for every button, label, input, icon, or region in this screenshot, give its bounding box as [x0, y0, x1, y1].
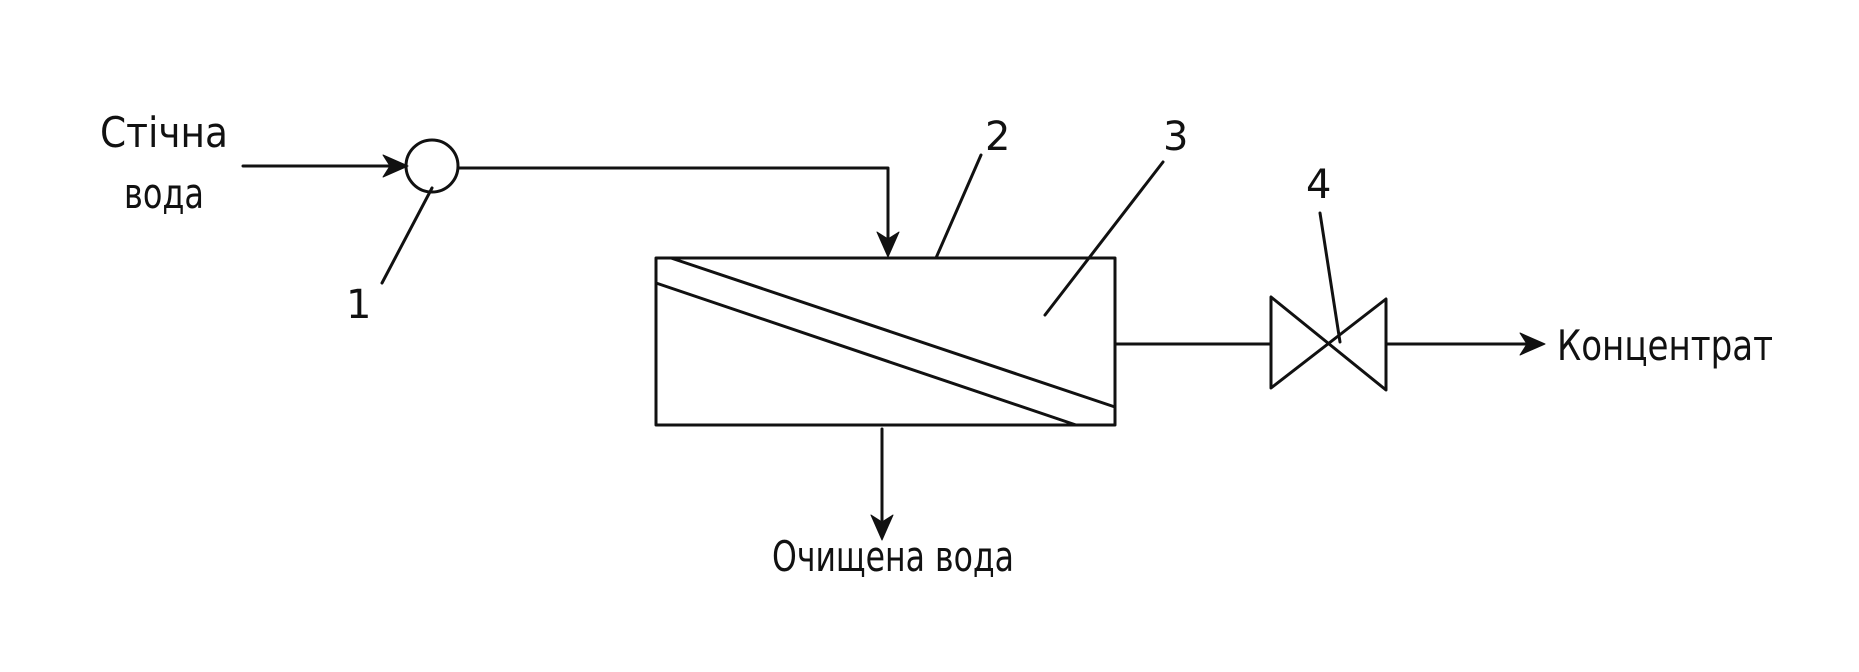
membrane-line-lower	[654, 281, 1078, 427]
valve-leader-line	[1318, 211, 1342, 344]
pump-circle	[404, 138, 460, 194]
inlet-arrowhead	[382, 154, 409, 178]
purified-arrowhead	[870, 514, 894, 541]
inlet-label-line2: вода	[124, 169, 204, 218]
inlet-label-line1: Стічна	[100, 108, 228, 157]
pump-leader-line	[380, 186, 434, 285]
valve-body	[1269, 295, 1388, 392]
membrane-unit-leader-line	[934, 153, 983, 260]
valve-callout-number: 4	[1306, 162, 1331, 208]
membrane-callout-number: 3	[1163, 114, 1188, 160]
purified-water-label: Очищена вода	[772, 532, 1014, 581]
membrane-unit-body	[654, 256, 1117, 427]
feed-arrowhead	[876, 231, 900, 258]
membrane-line-upper	[669, 256, 1117, 409]
membrane-unit-callout-number: 2	[985, 114, 1010, 160]
pump-callout-number: 1	[346, 282, 371, 328]
concentrate-label: Концентрат	[1557, 321, 1773, 370]
feed-pipe	[456, 166, 890, 242]
membrane-leader-line	[1043, 160, 1165, 317]
concentrate-arrowhead	[1519, 332, 1546, 356]
